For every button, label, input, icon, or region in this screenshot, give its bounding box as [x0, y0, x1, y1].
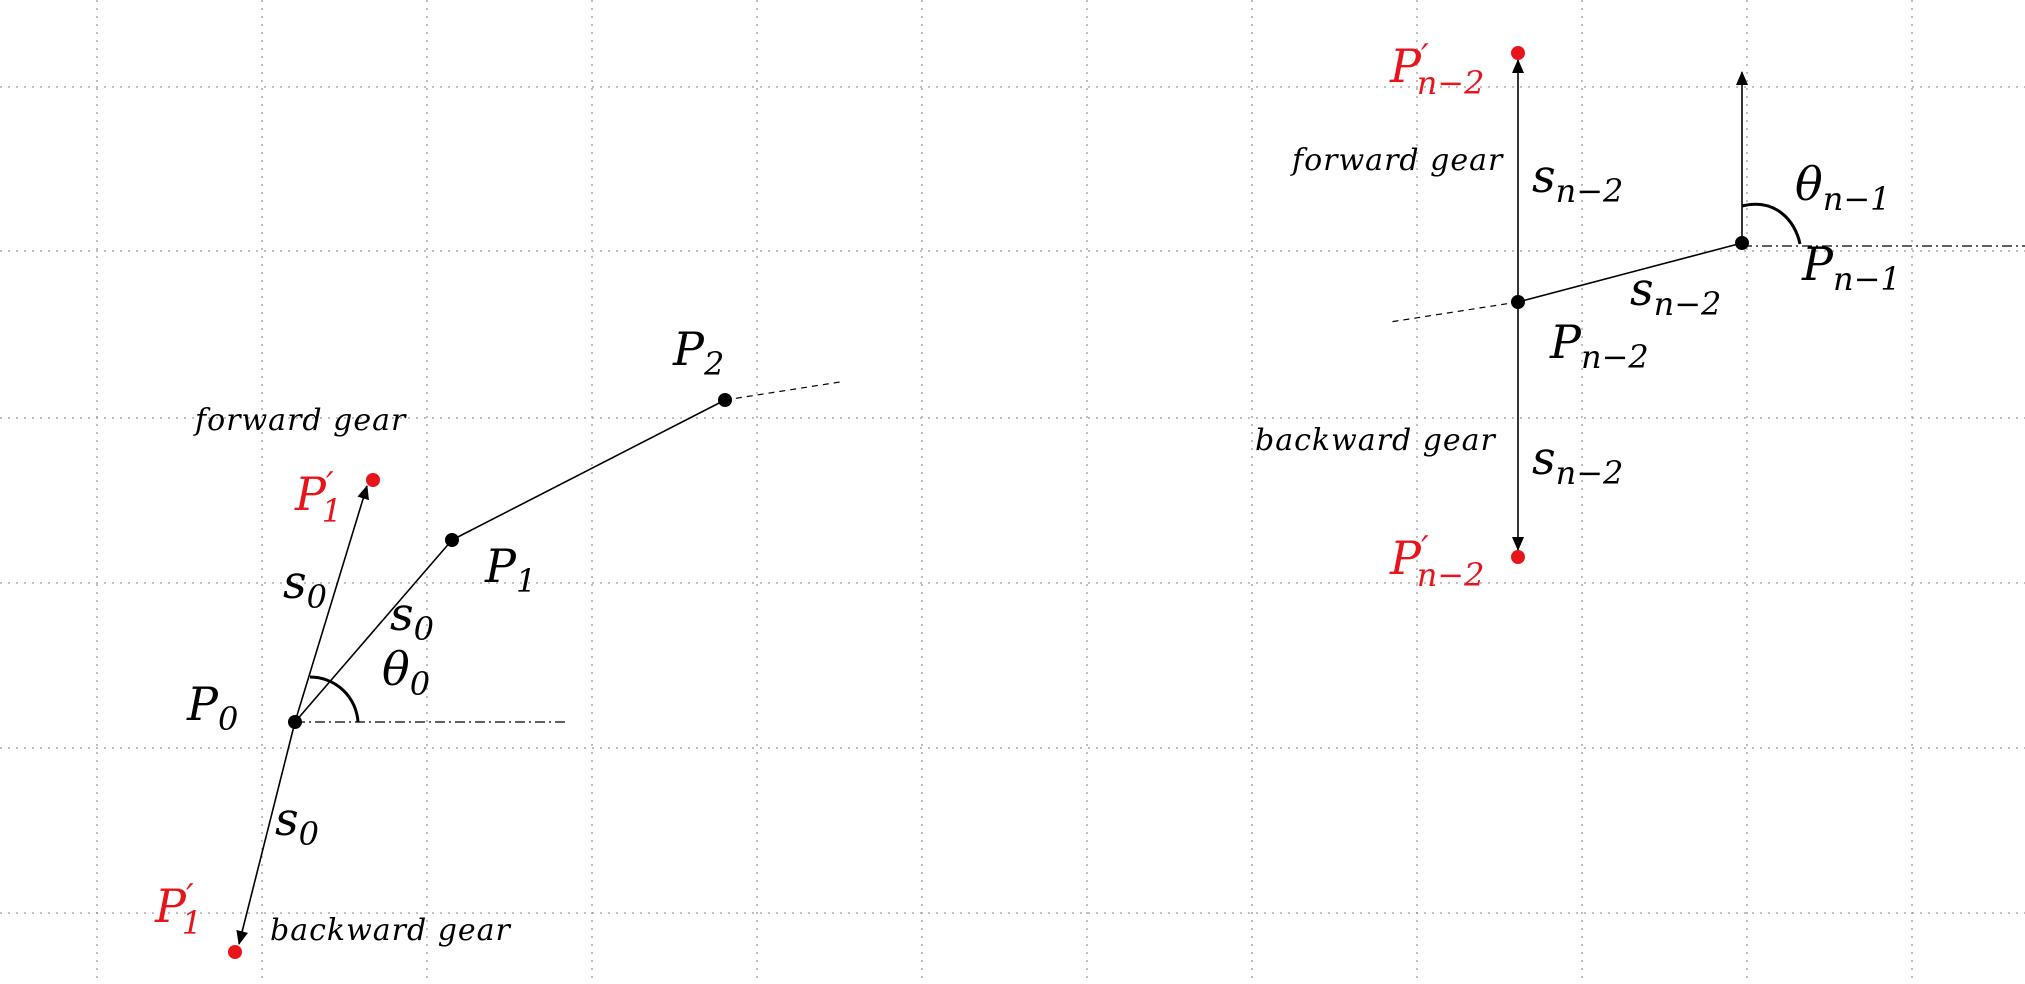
label-sn2-backward: sn−2: [1532, 431, 1623, 492]
left-diagram: P0 P1 P2 P′1 P′1 s0 s0 s0 θ0 forward gea…: [154, 322, 841, 959]
label-backward-gear-left: backward gear: [270, 913, 512, 948]
point-pn1: [1735, 236, 1749, 250]
label-s0-backward: s0: [275, 792, 319, 853]
label-thetan1: θn−1: [1795, 157, 1890, 218]
thetan1-angle-arc: [1741, 202, 1802, 245]
backward-arrow-s0: [236, 721, 296, 945]
label-forward-gear-left: forward gear: [193, 403, 407, 438]
label-pn2: Pn−2: [1549, 315, 1649, 376]
label-pn2-prime-forward: P′n−2: [1389, 37, 1484, 102]
label-backward-gear-right: backward gear: [1255, 423, 1497, 458]
p2-extension-line: [724, 381, 841, 401]
segment-p1-p2: [451, 399, 726, 541]
forward-arrow-s0: [294, 485, 369, 723]
label-s0-segment: s0: [390, 587, 434, 648]
label-p2: P2: [672, 322, 724, 383]
segment-p0-p1: [294, 539, 453, 723]
point-p1-prime-forward: [366, 473, 380, 487]
label-pn1: Pn−1: [1801, 237, 1901, 298]
label-p1-prime-forward: P′1: [294, 465, 342, 530]
label-sn2-segment: sn−2: [1630, 262, 1721, 323]
point-pn2: [1511, 295, 1525, 309]
label-theta0: θ0: [382, 642, 430, 703]
label-p0: P0: [186, 677, 238, 738]
point-p1: [445, 533, 459, 547]
label-sn2-forward: sn−2: [1532, 149, 1623, 210]
segment-pn2-pn1: [1517, 242, 1743, 303]
point-pn2-prime-backward: [1511, 550, 1525, 564]
right-diagram: Pn−2 Pn−1 P′n−2 P′n−2 sn−2 sn−2 sn−2 θn−…: [1255, 37, 2025, 594]
point-pn2-prime-forward: [1511, 46, 1525, 60]
label-forward-gear-right: forward gear: [1290, 143, 1504, 178]
point-p0: [288, 715, 302, 729]
pn2-extension-line: [1389, 301, 1519, 323]
label-p1-prime-backward: P′1: [154, 877, 202, 942]
label-pn2-prime-backward: P′n−2: [1389, 529, 1484, 594]
theta0-angle-arc: [309, 675, 360, 723]
point-p2: [718, 393, 732, 407]
point-p1-prime-backward: [228, 945, 242, 959]
label-p1: P1: [484, 539, 536, 600]
label-s0-forward: s0: [283, 555, 327, 616]
